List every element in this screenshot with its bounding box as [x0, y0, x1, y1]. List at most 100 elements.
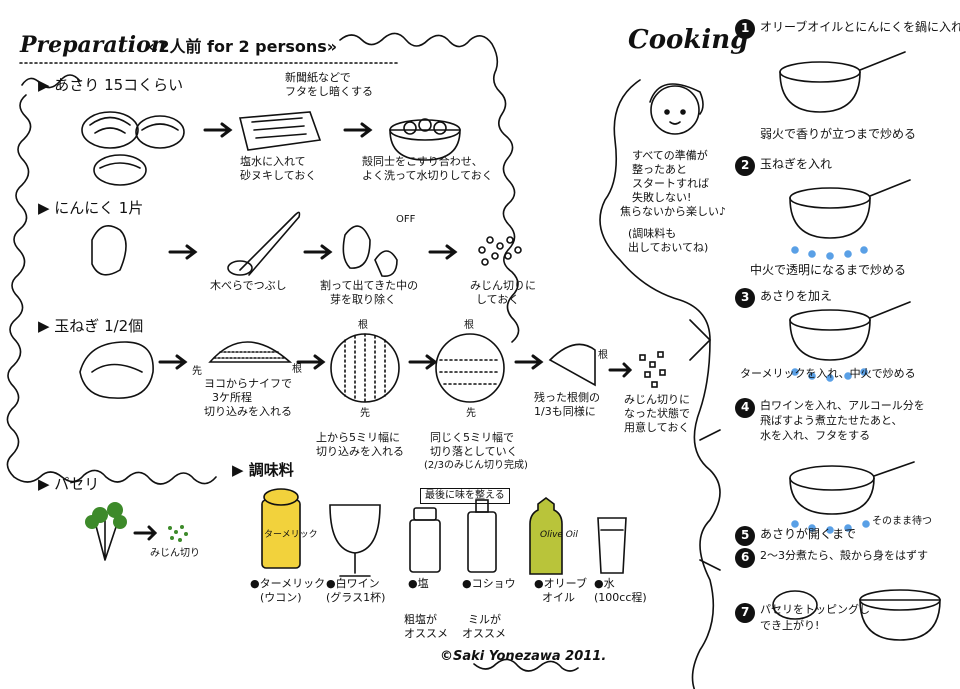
- salt-shaker: [409, 507, 441, 573]
- onion-tip-label-2: 先: [360, 408, 370, 419]
- salt-label: ●塩: [408, 577, 429, 590]
- bowl-newspaper-sketch: [238, 111, 322, 151]
- step-3-number: 3: [741, 290, 750, 304]
- cooking-intro-4: 失敗しない!: [632, 191, 692, 204]
- onion-caption-4a: 残った根側の: [534, 391, 600, 404]
- minced-onion-sketch: [639, 351, 666, 388]
- garlic-sketch: [91, 224, 127, 276]
- onion-wedge-sketch: [548, 343, 596, 387]
- clams-caption-1a: 塩水に入れて: [240, 155, 306, 168]
- step-6-number: 6: [741, 550, 750, 564]
- step-7-text-1: パセリをトッピングし: [760, 603, 870, 616]
- water-label-2: (100cc程): [594, 591, 647, 604]
- onion-caption-1c: 切り込みを入れる: [204, 405, 292, 418]
- clams-caption-1b: 砂ヌキしておく: [240, 169, 317, 182]
- minced-garlic-sketch: [478, 236, 522, 266]
- spatula-sketch: [227, 211, 301, 276]
- step-1-text: オリーブオイルとにんにくを鍋に入れ: [760, 20, 960, 34]
- garlic-header: ▶ にんにく 1片: [38, 199, 144, 217]
- onion-header: ▶ 玉ねぎ 1/2個: [38, 317, 144, 335]
- salt-note-1: 粗塩が: [404, 613, 437, 626]
- onion-tip-label-3: 先: [466, 408, 476, 419]
- cooking-intro-2: 整ったあと: [632, 163, 687, 176]
- clams-note-newspaper-1: 新聞紙などで: [285, 71, 351, 84]
- cooking-intro-1: すべての準備が: [632, 149, 708, 162]
- preparation-title: Preparation: [20, 32, 167, 58]
- pepper-note-1: ミルが: [468, 613, 501, 626]
- pepper-note-2: オススメ: [462, 627, 506, 640]
- soup-bowl-sketch: [772, 589, 941, 641]
- onion-tip-label: 先: [192, 366, 202, 377]
- arrow: [133, 122, 633, 541]
- garlic-caption-3a: みじん切りに: [470, 279, 536, 292]
- olive-oil-bottle: [529, 497, 563, 575]
- onion-caption-3a: 同じく5ミリ幅で: [430, 431, 514, 444]
- onion-sketch: [79, 341, 154, 399]
- onion-root-label-4: 根: [598, 350, 608, 361]
- clams-note-newspaper-2: フタをし暗くする: [285, 85, 373, 98]
- cooking-pot: [779, 51, 915, 515]
- onion-caption-1b: 3ケ所程: [212, 391, 252, 404]
- onion-caption-3c: (2/3のみじん切り完成): [424, 460, 528, 471]
- step-2-caption: 中火で透明になるまで炒める: [750, 263, 907, 277]
- onion-caption-5a: みじん切りに: [624, 393, 690, 406]
- signature: ©Saki Yonezawa 2011.: [440, 649, 607, 664]
- step-4-text-2: 飛ばすよう煮立たせたあと、: [760, 414, 903, 427]
- garlic-caption-3b: しておく: [476, 293, 520, 306]
- step-5-text: あさりが開くまで: [760, 527, 857, 541]
- onion-sphere-sketch: [330, 333, 505, 403]
- wine-label-2: (グラス1杯): [326, 591, 386, 604]
- clam-sketch: [81, 111, 185, 186]
- water-glass: [597, 517, 627, 574]
- step-number-circles: [735, 19, 755, 623]
- cooking-intro-7: 出しておいてね): [628, 241, 709, 254]
- turmeric-jar: [261, 488, 301, 569]
- onion-caption-2b: 切り込みを入れる: [316, 445, 404, 458]
- season-note: 最後に味を整える: [420, 488, 510, 504]
- step-4-text-3: 水を入れ、フタをする: [760, 429, 871, 442]
- garlic-caption-2b: 芽を取り除く: [330, 293, 396, 306]
- cooking-title: Cooking: [628, 25, 749, 55]
- step-7-text-2: でき上がり!: [760, 619, 820, 632]
- step-6-text: 2〜3分煮たら、殻から身をはずす: [760, 549, 928, 562]
- cooking-intro-5: 焦らないから楽しい♪: [620, 205, 727, 218]
- wine-label-1: ●白ワイン: [326, 577, 380, 590]
- garlic-caption-2a: 割って出てきた中の: [320, 279, 419, 292]
- step-2-text: 玉ねぎを入れ: [760, 157, 833, 171]
- oil-jar-text: Olive Oil: [540, 530, 578, 540]
- onion-caption-5c: 用意しておく: [624, 421, 690, 434]
- step-5-note: そのまま待つ: [872, 516, 932, 527]
- chef-face-sketch: [649, 83, 704, 135]
- wine-glass: [329, 504, 381, 577]
- parsley-sketch: [85, 502, 127, 561]
- seasonings-header: ▶ 調味料: [232, 461, 294, 479]
- onion-root-label: 根: [292, 364, 302, 375]
- cooking-flow-line: [599, 79, 721, 689]
- step-4-number: 4: [741, 400, 750, 414]
- clam-bowl-sketch: [389, 118, 461, 161]
- clams-header: ▶ あさり 15コくらい: [38, 76, 184, 94]
- turmeric-label-1: ●ターメリック: [250, 577, 326, 590]
- step-1-caption: 弱火で香りが立つまで炒める: [760, 127, 917, 141]
- step-5-number: 5: [741, 528, 750, 542]
- clams-caption-2b: よく洗って水切りしておく: [362, 169, 493, 182]
- clams-caption-2a: 殻同士をこすり合わせ、: [362, 155, 483, 168]
- turmeric-label-2: (ウコン): [260, 591, 302, 604]
- parsley-caption: みじん切り: [150, 548, 200, 559]
- onion-root-label-2: 根: [358, 320, 368, 331]
- wavy-border: [6, 32, 579, 672]
- garlic-caption-1: 木べらでつぶし: [210, 279, 287, 292]
- cooking-intro-3: スタートすれば: [632, 177, 709, 190]
- garlic-off-label: OFF: [396, 214, 416, 225]
- onion-caption-5b: なった状態で: [624, 407, 690, 420]
- oil-label-1: ●オリーブ: [534, 577, 587, 590]
- parsley-header: ▶ パセリ: [38, 475, 100, 493]
- onion-dome-sketch: [208, 341, 293, 363]
- onion-caption-2a: 上から5ミリ幅に: [316, 431, 400, 444]
- pepper-mill: [467, 499, 497, 573]
- water-label-1: ●水: [594, 577, 615, 590]
- onion-caption-3b: 切り落としていく: [430, 445, 518, 458]
- step-7-number: 7: [741, 605, 750, 619]
- step-3-text: あさりを加え: [760, 289, 833, 303]
